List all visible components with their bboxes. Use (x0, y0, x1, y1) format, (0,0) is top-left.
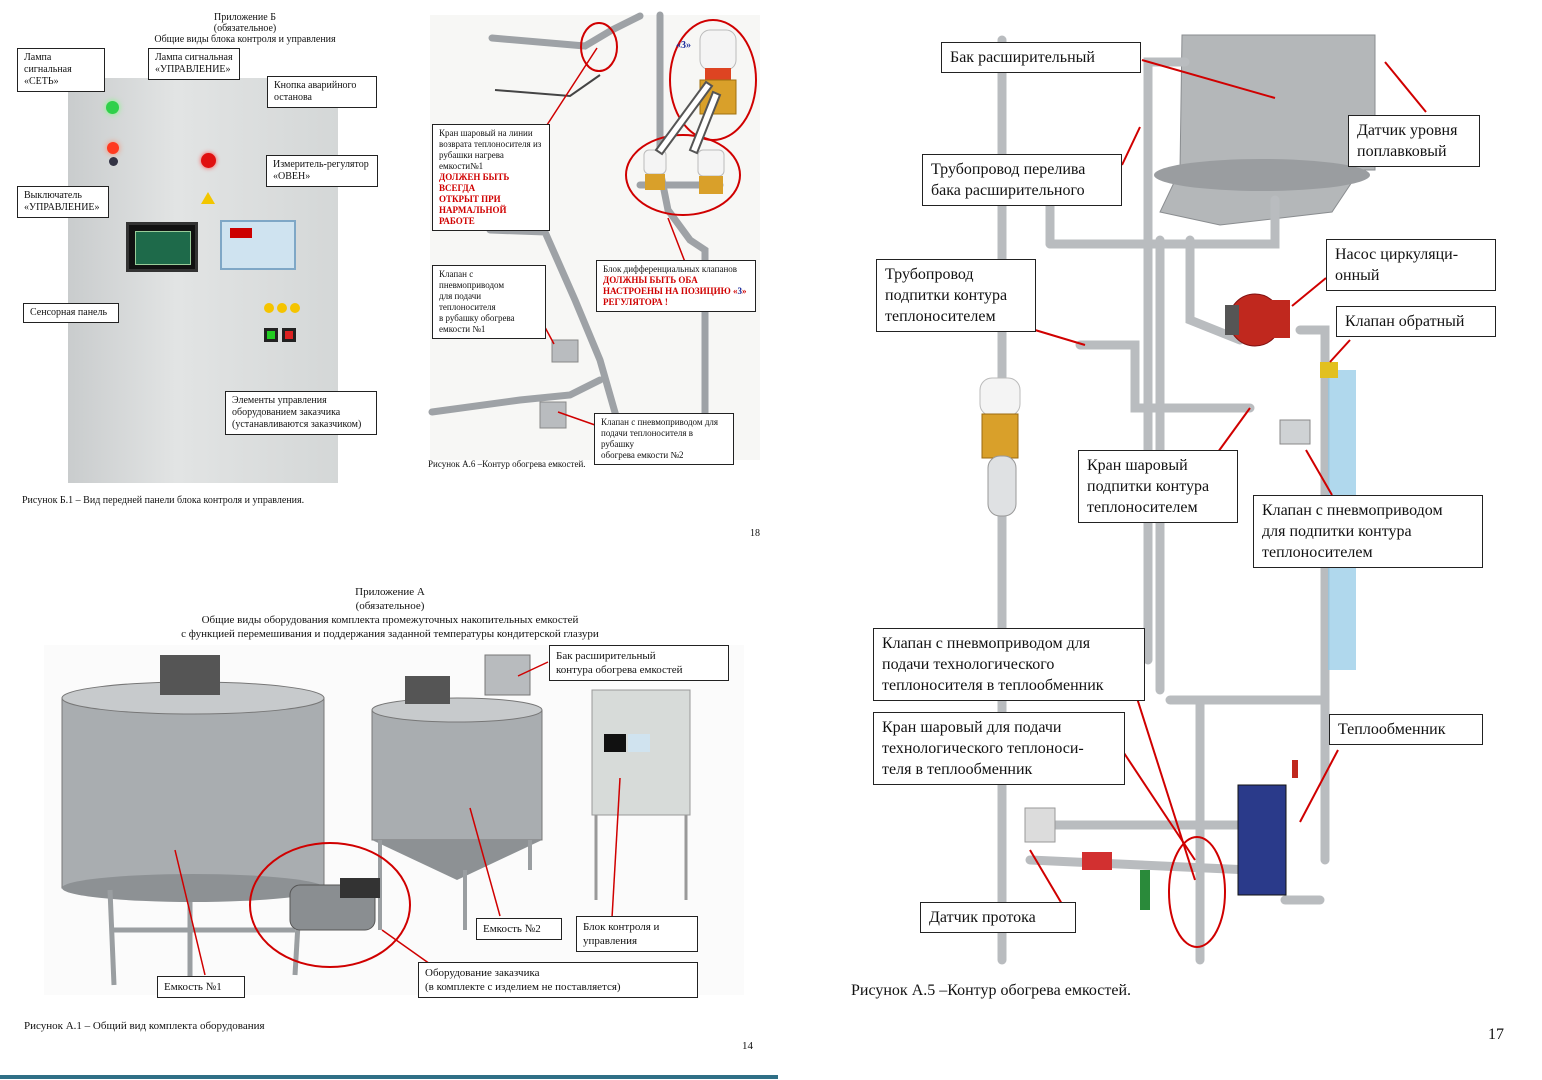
label-switch: Выключатель«УПРАВЛЕНИЕ» (17, 186, 109, 218)
label-circulation-pump: Насос циркуляци-онный (1326, 239, 1496, 291)
label-lamp-control: Лампа сигнальная«УПРАВЛЕНИЕ» (148, 48, 240, 80)
page-b-title: Приложение Б (обязательное) Общие виды б… (120, 12, 370, 45)
label-diff-valves-block: Блок дифференциальных клапанов ДОЛЖНЫ БЫ… (596, 260, 756, 312)
page-number-18: 18 (750, 528, 760, 539)
label-expansion-tank-a5: Бак расширительный (941, 42, 1141, 73)
title-line: Общие виды блока контроля и управления (154, 34, 336, 45)
touch-panel-screen (126, 222, 198, 272)
a6-marker-3: «3» (676, 40, 691, 51)
label-flow-sensor: Датчик протока (920, 902, 1076, 933)
switch-knob-icon (109, 157, 118, 166)
lamp-green-icon (106, 101, 119, 114)
label-pneumo-valve-2: Клапан с пневмоприводом для подачи тепло… (594, 413, 734, 465)
owen-meter-device (220, 220, 296, 270)
label-lamp-set: Лампа сигнальная«СЕТЬ» (17, 48, 105, 92)
label-tank-2: Емкость №2 (476, 918, 562, 940)
caption-fig-b1: Рисунок Б.1 – Вид передней панели блока … (22, 495, 305, 506)
label-heat-exchanger: Теплообменник (1329, 714, 1483, 745)
label-pneumo-valve-1: Клапан с пневмоприводом для подачи тепло… (432, 265, 546, 339)
label-tank-1: Емкость №1 (157, 976, 245, 998)
bottom-rule (0, 1075, 778, 1079)
warning-sign-icon (201, 192, 215, 204)
lamp-red-icon (107, 142, 119, 154)
emergency-button-icon (201, 153, 216, 168)
caption-fig-a5: Рисунок А.5 –Контур обогрева емкостей. (851, 982, 1132, 999)
label-owen-meter: Измеритель-регулятор«ОВЕН» (266, 155, 378, 187)
page-number-14: 14 (742, 1040, 753, 1052)
page-a1-title: Приложение А (обязательное) Общие виды о… (181, 586, 599, 640)
caption-fig-a1: Рисунок А.1 – Общий вид комплекта оборуд… (24, 1020, 265, 1032)
title-line: (обязательное) (213, 23, 277, 34)
title-line: Приложение Б (214, 12, 276, 23)
label-customer-equipment: Оборудование заказчика(в комплекте с изд… (418, 962, 698, 998)
page-number-17: 17 (1488, 1026, 1504, 1043)
label-check-valve: Клапан обратный (1336, 306, 1496, 337)
customer-controls-icon (262, 303, 304, 345)
label-valve-return: Кран шаровый на линии возврата теплоноси… (432, 124, 550, 231)
label-touch-panel: Сенсорная панель (23, 303, 119, 323)
caption-fig-a6: Рисунок А.6 –Контур обогрева емкостей. (428, 459, 586, 469)
